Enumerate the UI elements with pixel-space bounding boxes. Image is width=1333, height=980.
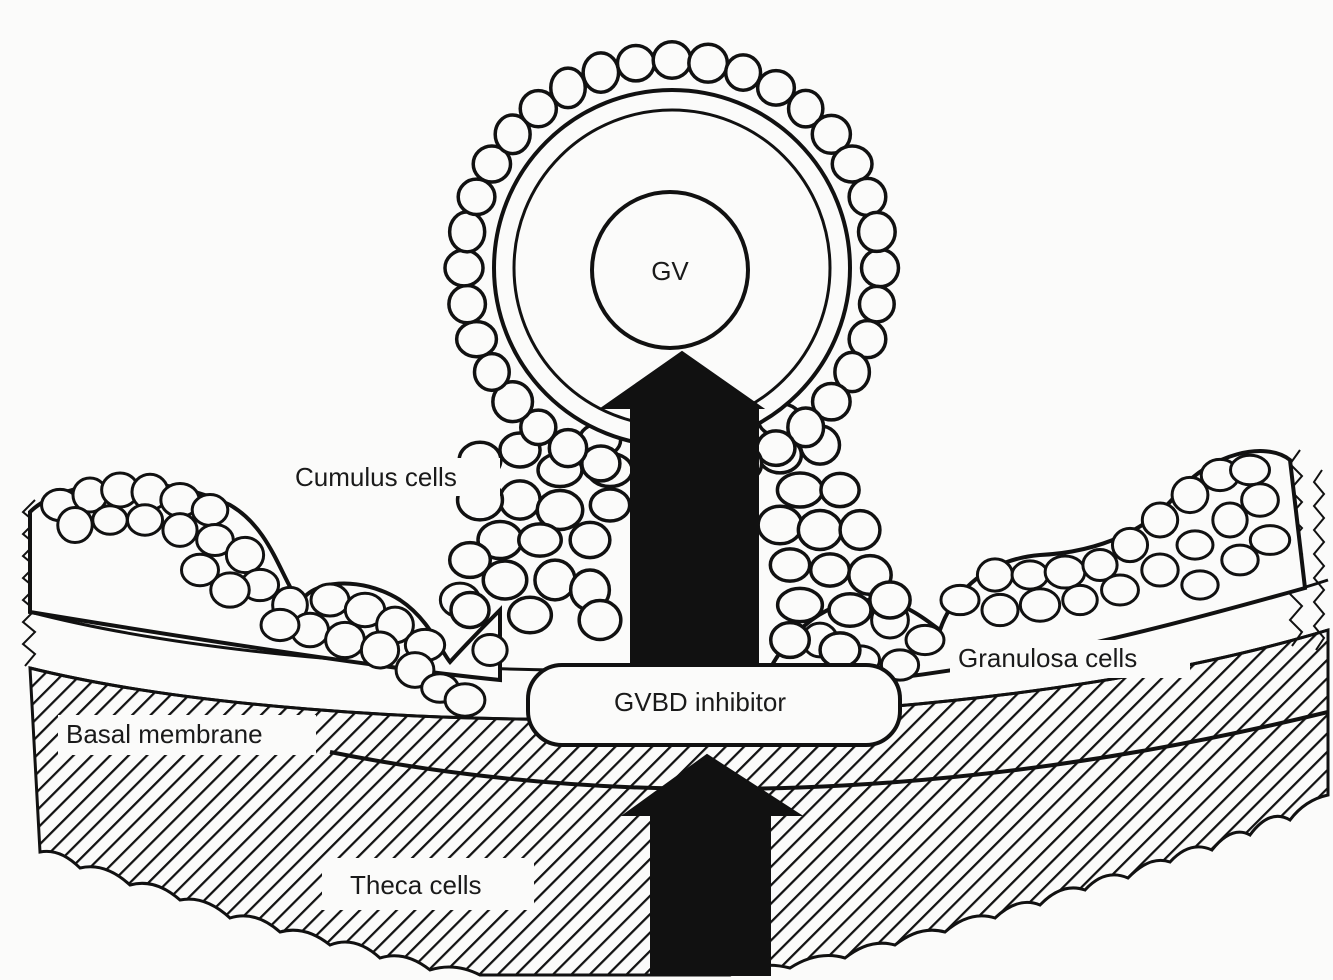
- cell: [1112, 528, 1147, 561]
- cell: [617, 45, 654, 80]
- cell: [1045, 556, 1085, 588]
- cell: [758, 506, 802, 544]
- cell: [535, 560, 575, 600]
- cell: [1250, 526, 1289, 555]
- cell: [829, 594, 871, 626]
- cell: [862, 249, 899, 286]
- cell: [1222, 545, 1258, 575]
- cell: [583, 53, 618, 92]
- cell: [519, 524, 561, 556]
- theca-cells-label: Theca cells: [350, 870, 482, 900]
- cell: [820, 633, 860, 667]
- cell: [226, 537, 263, 572]
- cell: [689, 44, 728, 82]
- cell: [977, 559, 1012, 591]
- cell: [859, 212, 896, 251]
- cell: [127, 505, 162, 535]
- cell: [832, 146, 872, 182]
- gvbd-inhibitor-label: GVBD inhibitor: [614, 687, 786, 717]
- cell: [451, 593, 489, 628]
- cell: [770, 549, 809, 581]
- cell: [93, 506, 127, 535]
- cell: [941, 585, 979, 614]
- cell: [870, 582, 910, 618]
- cell: [590, 489, 629, 521]
- cell: [982, 594, 1018, 625]
- cell: [1020, 589, 1059, 622]
- cell: [457, 322, 497, 357]
- cell: [326, 622, 365, 657]
- torn-edge-right-2: [1314, 470, 1324, 650]
- cell: [798, 511, 841, 550]
- cell: [192, 495, 228, 526]
- cell: [551, 68, 585, 108]
- cell: [579, 601, 621, 640]
- granulosa-cells-label: Granulosa cells: [958, 643, 1137, 673]
- cell: [653, 42, 691, 78]
- cell: [58, 507, 92, 542]
- cell: [777, 473, 822, 507]
- cell: [483, 561, 526, 599]
- cell: [261, 609, 299, 640]
- cell: [361, 632, 398, 668]
- cell: [1231, 455, 1270, 484]
- cell: [450, 212, 485, 252]
- cell: [311, 584, 349, 616]
- basal-membrane-label: Basal membrane: [66, 719, 263, 749]
- cell: [840, 511, 880, 550]
- cell: [473, 635, 507, 666]
- cumulus-cells-label: Cumulus cells: [295, 462, 457, 492]
- cell: [726, 55, 761, 90]
- cell: [458, 179, 495, 214]
- gv-label: GV: [651, 256, 689, 286]
- cell: [449, 285, 486, 322]
- cell: [163, 514, 197, 547]
- cell: [1177, 531, 1213, 559]
- cell: [811, 554, 850, 586]
- cell: [509, 597, 552, 633]
- cell: [821, 473, 859, 506]
- cell: [1063, 585, 1098, 614]
- cell: [475, 354, 510, 391]
- cell: [1102, 575, 1139, 605]
- cell: [500, 481, 540, 519]
- cell: [1012, 561, 1048, 589]
- cell: [1142, 554, 1178, 586]
- cell: [445, 684, 485, 716]
- cell: [906, 625, 944, 654]
- cell: [445, 250, 483, 286]
- cell: [1142, 503, 1177, 537]
- cell: [1213, 503, 1247, 537]
- cell: [849, 178, 886, 215]
- cell: [1182, 571, 1218, 599]
- cell: [778, 588, 823, 621]
- cell: [771, 623, 810, 658]
- cell: [859, 286, 894, 321]
- cell: [181, 554, 218, 586]
- cell: [1242, 484, 1279, 516]
- cell: [570, 522, 610, 557]
